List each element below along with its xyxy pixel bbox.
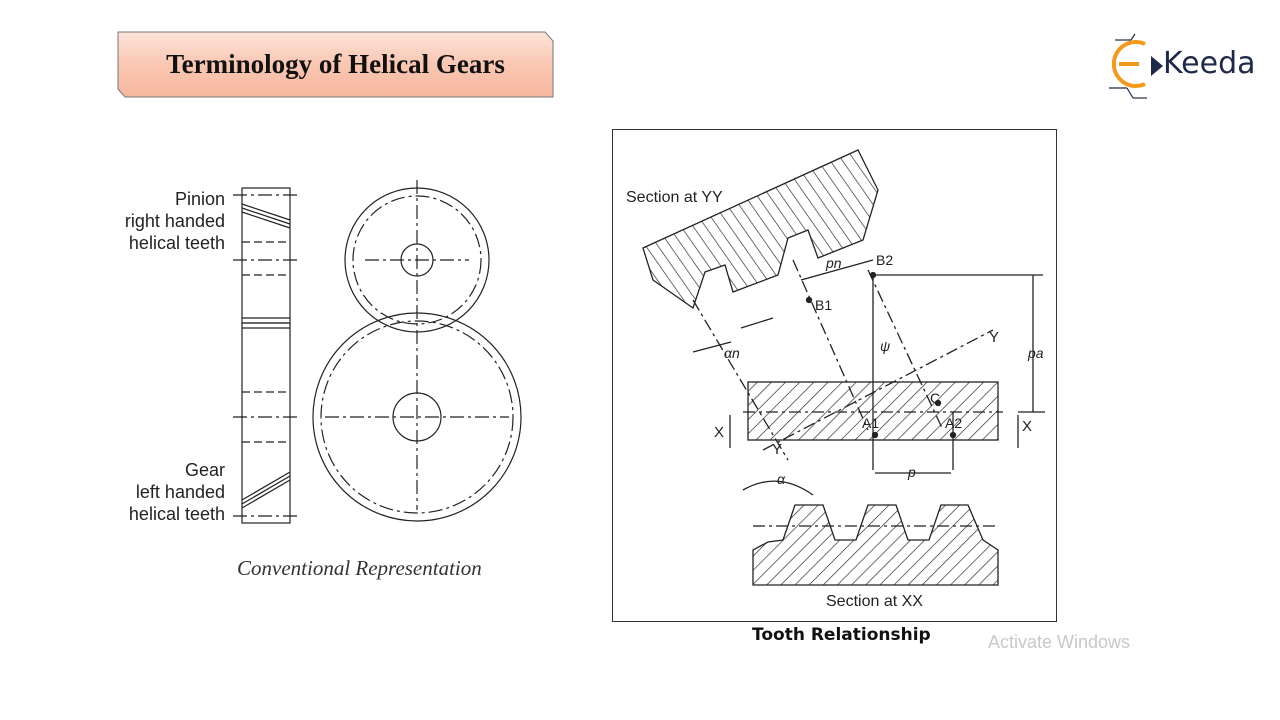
caption-conventional: Conventional Representation — [237, 556, 482, 580]
symbol-b1: B1 — [815, 297, 833, 313]
symbol-y-right: Y — [989, 329, 1000, 346]
symbol-pa: pa — [1028, 345, 1044, 361]
caption-tooth-relationship: Tooth Relationship — [752, 625, 931, 645]
symbol-psi: ψ — [880, 338, 891, 354]
symbol-pn: pn — [826, 255, 842, 271]
tooth-relationship-drawing — [642, 149, 1045, 586]
section-xx-label: Section at XX — [826, 593, 923, 610]
symbol-a1: A1 — [862, 415, 880, 431]
symbol-alpha-n: αn — [724, 345, 740, 361]
conventional-representation-drawing — [233, 180, 522, 524]
symbol-p: p — [908, 464, 916, 480]
symbol-a2: A2 — [945, 415, 963, 431]
section-yy-label: Section at YY — [626, 189, 723, 206]
symbol-c: C — [930, 390, 941, 406]
symbol-b2: B2 — [876, 252, 894, 268]
tooth-relationship-frame — [612, 129, 1057, 622]
activate-windows-watermark: Activate Windows — [988, 632, 1131, 652]
page-title: Terminology of Helical Gears — [166, 49, 505, 79]
symbol-x-right: X — [1022, 418, 1033, 435]
symbol-y-left: Y — [772, 441, 783, 458]
title-banner: Terminology of Helical Gears — [117, 31, 554, 98]
symbol-alpha: α — [777, 471, 785, 487]
logo-text: Keeda — [1163, 46, 1256, 81]
pinion-label: Pinion right handed helical teeth — [124, 189, 225, 253]
gear-label: Gear left handed helical teeth — [128, 460, 225, 524]
ekeeda-logo — [1105, 26, 1265, 106]
symbol-x-left: X — [714, 424, 725, 441]
